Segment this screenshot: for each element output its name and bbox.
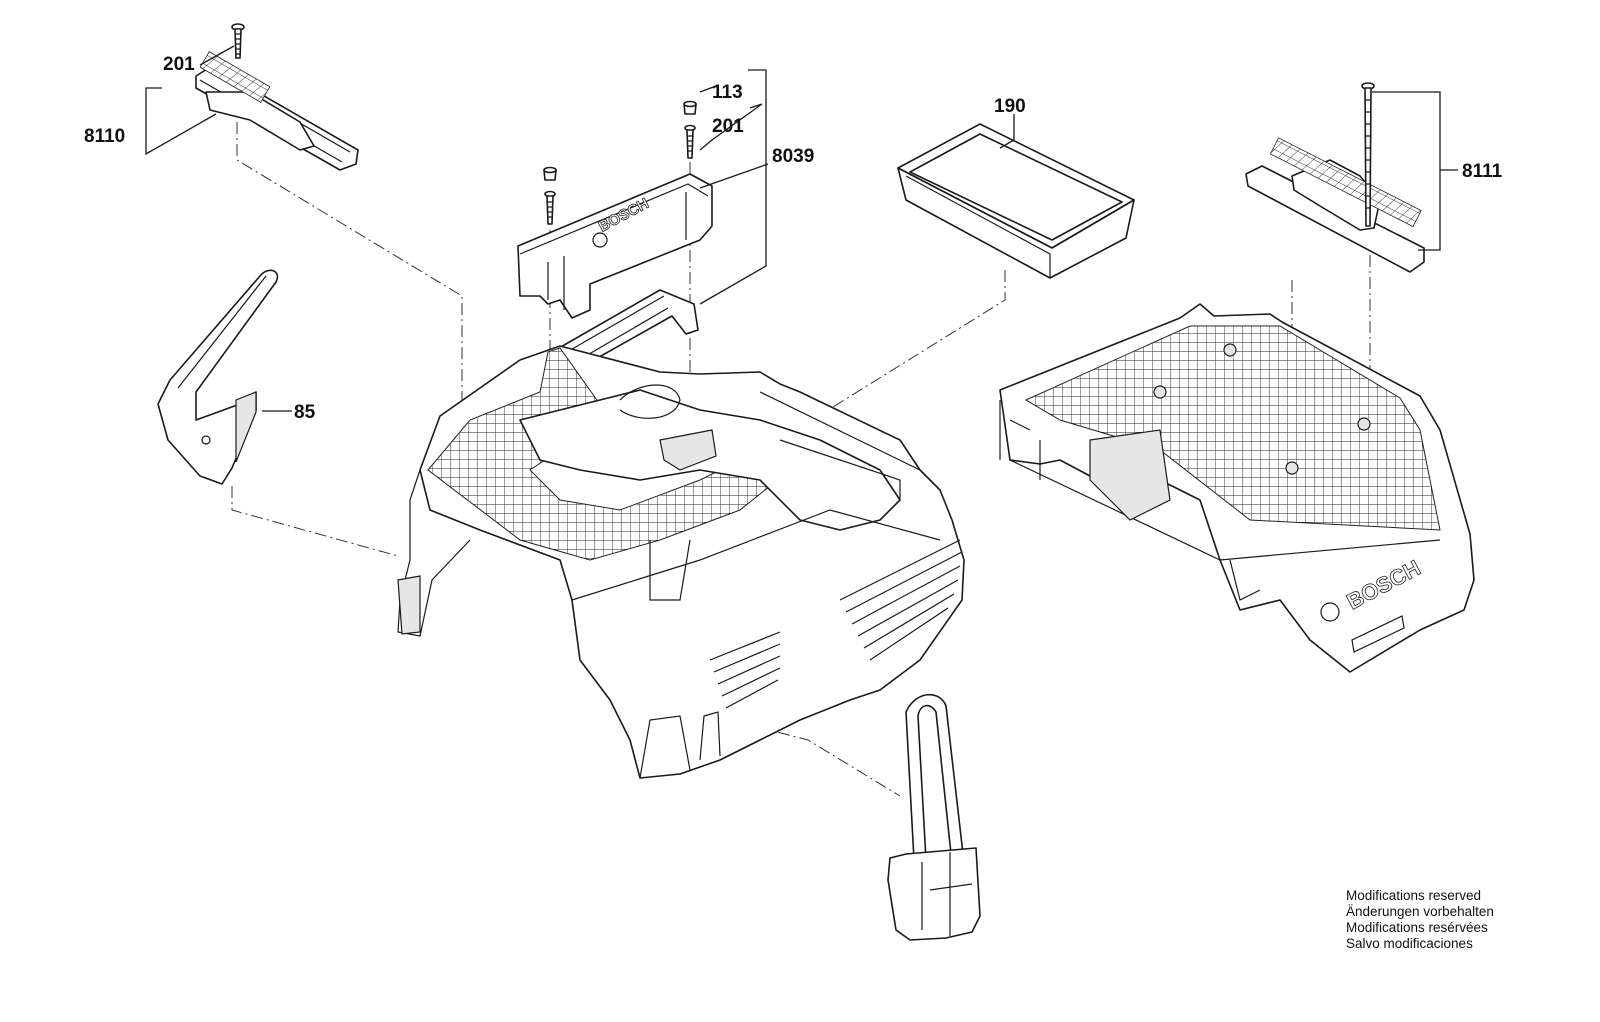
label-113: 113 (712, 82, 743, 103)
notice-line-fr: Modifications resérvées (1346, 920, 1488, 935)
part-201-screw-mid-right (684, 124, 696, 159)
part-85-hose-hook (157, 269, 279, 485)
part-8111-foot-pad (1245, 137, 1425, 273)
label-8111: 8111 (1462, 161, 1503, 182)
main-housing-upper-shell (397, 345, 965, 779)
part-carry-strap (887, 693, 981, 941)
label-85: 85 (294, 402, 316, 423)
part-113-plug-left (543, 166, 557, 181)
part-8039-handle-bracket: BOSCH (517, 173, 713, 393)
leader-lines (145, 45, 1458, 412)
part-8111-screw (1361, 82, 1375, 227)
label-8039: 8039 (772, 146, 814, 167)
label-201-left: 201 (163, 54, 195, 75)
main-housing-vents (639, 539, 963, 779)
part-201-screw-mid-left (544, 190, 556, 225)
notice-line-de: Änderungen vorbehalten (1346, 904, 1494, 919)
notice-line-en: Modifications reserved (1346, 888, 1482, 903)
part-8110-foot-pad (195, 51, 359, 171)
label-201-mid: 201 (712, 116, 744, 137)
part-201-screw-left (231, 23, 245, 59)
part-190-filter (897, 123, 1135, 279)
label-8110: 8110 (84, 126, 125, 147)
top-cover-housing: BOSCH (999, 303, 1475, 673)
part-113-plug-right (683, 100, 697, 115)
label-190: 190 (994, 96, 1026, 117)
notice-line-es: Salvo modificaciones (1346, 936, 1473, 951)
modifications-notice: Modifications reserved Änderungen vorbeh… (1346, 888, 1494, 952)
